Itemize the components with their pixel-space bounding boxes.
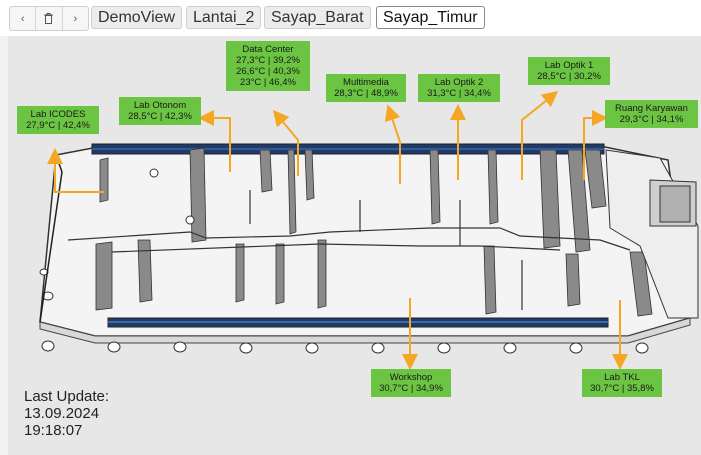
windows-bottom [107, 317, 609, 328]
room-title: Lab Optik 2 [434, 77, 484, 88]
room-title: Lab Optik 1 [544, 60, 594, 71]
room-label-lab-tkl[interactable]: Lab TKL 30,7°C | 35,8% [582, 369, 662, 397]
room-label-multimedia[interactable]: Multimedia 28,3°C | 48,9% [326, 74, 406, 102]
delete-button[interactable] [36, 7, 63, 30]
room-reading: 23°C | 46,4% [240, 77, 296, 88]
room-label-data-center[interactable]: Data Center 27,3°C | 39,2% 26,6°C | 40,3… [226, 41, 310, 91]
room-title: Lab Otonom [133, 100, 187, 111]
forward-button[interactable]: › [63, 7, 88, 30]
chevron-left-icon: ‹ [20, 12, 25, 25]
last-update-time: 19:18:07 [24, 422, 83, 439]
room-reading: 28,5°C | 30,2% [537, 71, 601, 82]
room-reading: 28,3°C | 48,9% [334, 88, 398, 99]
room-reading: 27,9°C | 42,4% [26, 120, 90, 131]
last-update-block: Last Update: 13.09.2024 19:18:07 [24, 388, 109, 439]
interior-walls [95, 147, 653, 317]
room-title: Ruang Karyawan [615, 103, 688, 114]
room-title: Lab TKL [604, 372, 640, 383]
column-markers [39, 168, 649, 354]
room-title: Multimedia [343, 77, 389, 88]
room-label-lab-optik-1[interactable]: Lab Optik 1 28,5°C | 30,2% [528, 57, 610, 85]
last-update-heading: Last Update: [24, 388, 110, 405]
room-label-lab-icodes[interactable]: Lab ICODES 27,9°C | 42,4% [17, 106, 99, 134]
room-label-workshop[interactable]: Workshop 30,7°C | 34,9% [371, 369, 451, 397]
chevron-right-icon: › [73, 12, 78, 25]
windows-top [91, 143, 605, 155]
room-reading: 27,3°C | 39,2% [236, 55, 300, 66]
toolbar: ‹ › DemoView Lantai_2 Sayap_Barat Sayap_… [0, 0, 701, 36]
room-reading: 28,5°C | 42,3% [128, 111, 192, 122]
room-label-ruang-karyawan[interactable]: Ruang Karyawan 29,3°C | 34,1% [605, 100, 698, 128]
room-label-lab-otonom[interactable]: Lab Otonom 28,5°C | 42,3% [119, 97, 201, 125]
breadcrumb-lantai-2[interactable]: Lantai_2 [186, 6, 262, 29]
room-title: Data Center [242, 44, 294, 55]
breadcrumb-demoview[interactable]: DemoView [91, 6, 183, 29]
trash-icon [44, 13, 54, 24]
back-button[interactable]: ‹ [10, 7, 37, 30]
room-arrows [47, 91, 628, 370]
room-reading: 29,3°C | 34,1% [619, 114, 684, 125]
room-reading: 26,6°C | 40,3% [236, 66, 300, 77]
floor-plan-viewport[interactable]: Lab ICODES 27,9°C | 42,4% Lab Otonom 28,… [8, 36, 701, 455]
last-update-date: 13.09.2024 [24, 405, 100, 422]
room-title: Workshop [389, 372, 433, 383]
right-annex [605, 149, 699, 319]
left-edge-scrollbar[interactable] [0, 36, 8, 455]
room-title: Lab ICODES [30, 109, 86, 120]
nav-button-group: ‹ › [9, 6, 89, 31]
room-label-lab-optik-2[interactable]: Lab Optik 2 31,3°C | 34,4% [418, 74, 500, 102]
corridor-walls [67, 190, 631, 310]
breadcrumb-sayap-barat[interactable]: Sayap_Barat [264, 6, 371, 29]
room-reading: 31,3°C | 34,4% [427, 88, 491, 99]
room-reading: 30,7°C | 34,9% [379, 383, 443, 394]
breadcrumb-sayap-timur[interactable]: Sayap_Timur [376, 6, 485, 29]
floor-plan-drawing [39, 91, 699, 370]
room-reading: 30,7°C | 35,8% [590, 383, 654, 394]
